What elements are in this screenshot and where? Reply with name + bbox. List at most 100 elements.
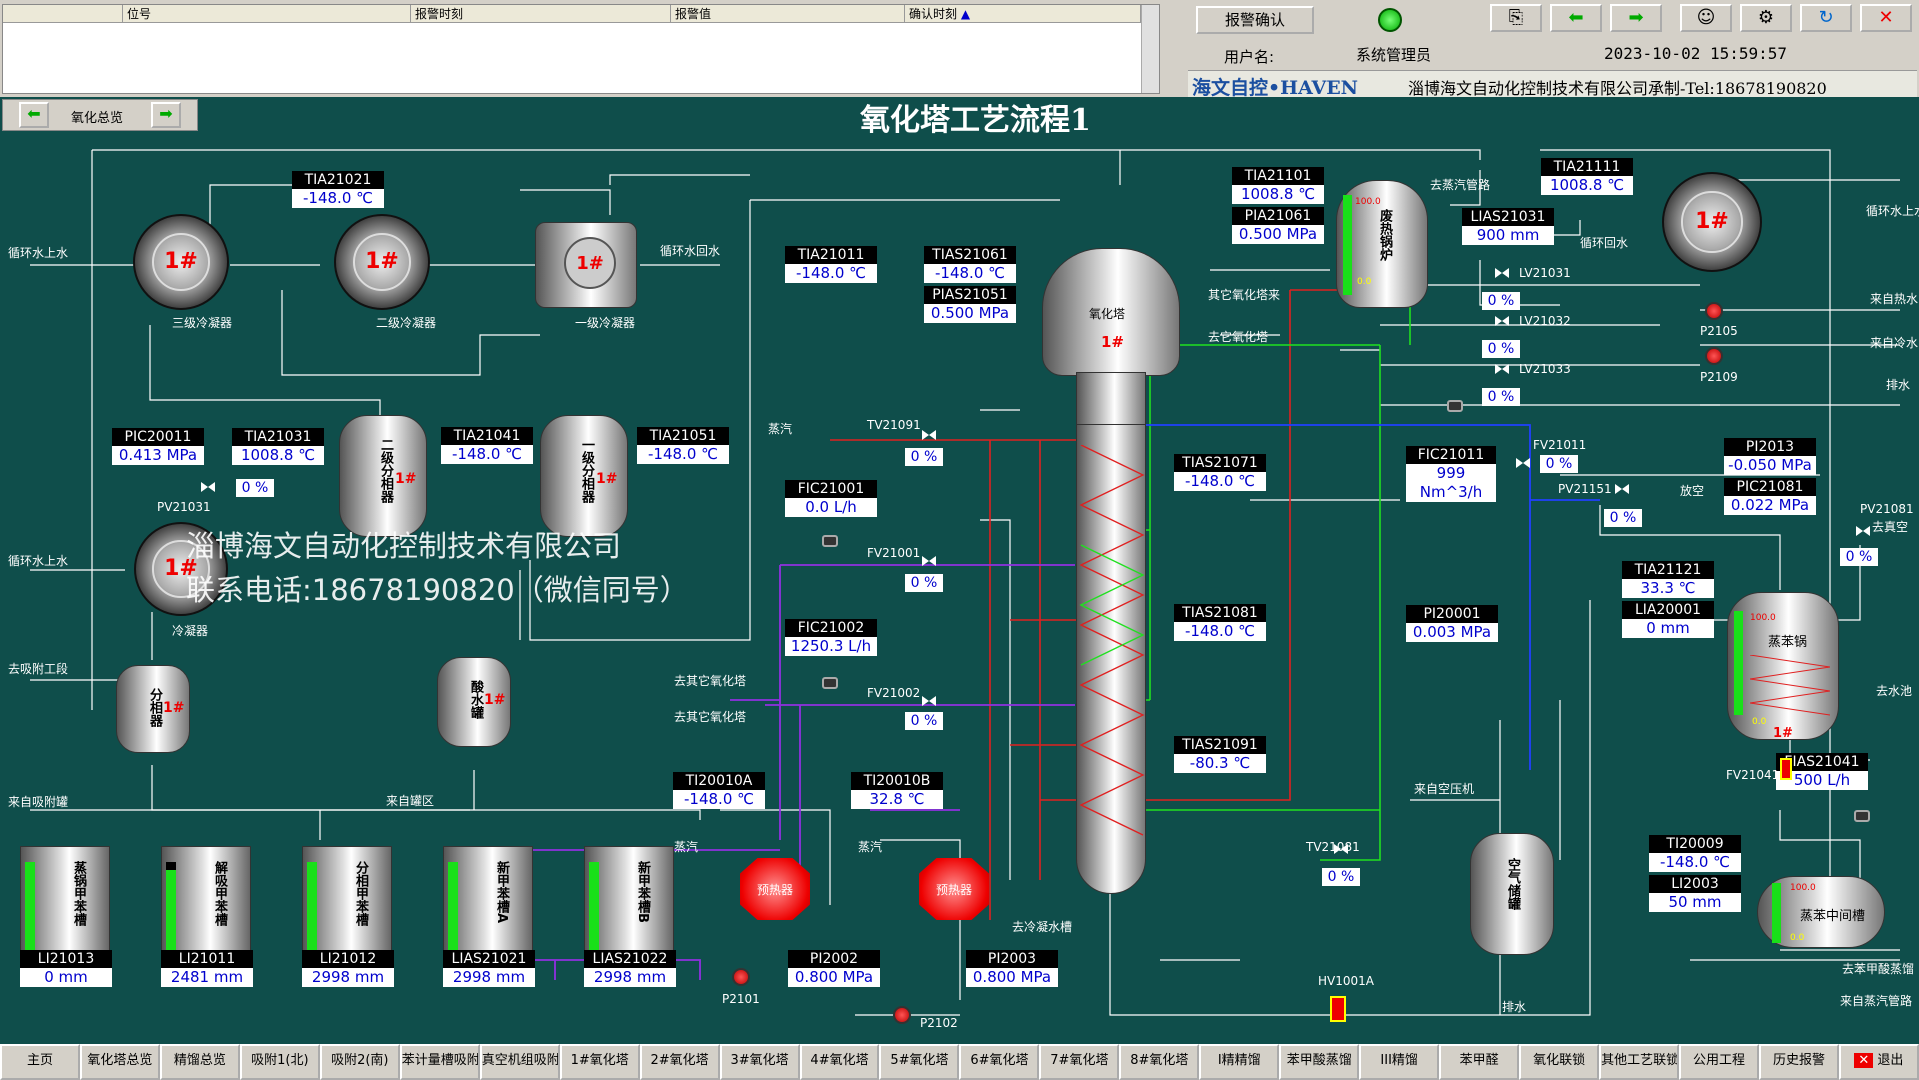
nav-utilities[interactable]: 公用工程 bbox=[1679, 1044, 1759, 1080]
nav-ox1[interactable]: 1#氧化塔 bbox=[559, 1044, 640, 1080]
tag-TIAS21061[interactable]: TIAS21061-148.0 ℃ bbox=[924, 246, 1016, 283]
tank-new-toluene-b[interactable]: 新甲苯槽B bbox=[584, 846, 674, 958]
pump-p2105[interactable] bbox=[1705, 302, 1723, 320]
settings-gear-icon[interactable]: ⚙ bbox=[1740, 4, 1792, 32]
valve-TV21081-icon[interactable] bbox=[1334, 844, 1348, 854]
benzene-intermediate-tank[interactable]: 蒸苯中间槽 100.0 0.0 bbox=[1757, 876, 1885, 948]
valve-LV21031-output[interactable]: 0 % bbox=[1482, 292, 1520, 310]
nav-distill1[interactable]: I精精馏 bbox=[1199, 1044, 1280, 1080]
valve-PV21031-icon[interactable] bbox=[201, 482, 215, 492]
tag-TIA21011[interactable]: TIA21011-148.0 ℃ bbox=[785, 246, 877, 283]
nav-alarm-history[interactable]: 历史报警 bbox=[1758, 1044, 1839, 1080]
air-storage-tank[interactable]: 空气储罐 bbox=[1470, 833, 1554, 955]
flow-valve-icon[interactable] bbox=[822, 677, 838, 689]
valve-LV21031-icon[interactable] bbox=[1495, 268, 1509, 278]
valve-PV21151-icon[interactable] bbox=[1615, 484, 1629, 494]
alarm-ack-button[interactable]: 报警确认 bbox=[1196, 6, 1314, 34]
preheater-1[interactable]: 预热器 bbox=[740, 858, 810, 920]
valve-FV21002-output[interactable]: 0 % bbox=[905, 712, 943, 730]
pump-p2102[interactable] bbox=[893, 1006, 911, 1024]
tank-desorb-toluene[interactable]: 解吸甲苯槽 bbox=[161, 846, 251, 958]
flow-valve-icon[interactable] bbox=[822, 535, 838, 547]
valve-TV21091-icon[interactable] bbox=[922, 430, 936, 440]
waste-heat-boiler[interactable]: 废热锅炉 100.0 0.0 bbox=[1336, 180, 1428, 308]
forward-icon[interactable]: ➡ bbox=[1610, 4, 1662, 32]
prev-page-button[interactable]: ⬅ bbox=[19, 102, 49, 128]
valve-TV21091-output[interactable]: 0 % bbox=[905, 448, 943, 466]
valve-FV21011-icon[interactable] bbox=[1516, 458, 1530, 468]
valve-FV21001-output[interactable]: 0 % bbox=[905, 574, 943, 592]
valve-FV21011-output[interactable]: 0 % bbox=[1540, 455, 1578, 473]
tag-TIAS21091[interactable]: TIAS21091-80.3 ℃ bbox=[1174, 736, 1266, 773]
valve-LV21032-icon[interactable] bbox=[1495, 316, 1509, 326]
tag-TI20010A[interactable]: TI20010A-148.0 ℃ bbox=[673, 772, 765, 809]
hand-valve-icon[interactable] bbox=[1330, 996, 1346, 1022]
tag-TIA21021[interactable]: TIA21021-148.0 ℃ bbox=[292, 171, 384, 208]
nav-ox7[interactable]: 7#氧化塔 bbox=[1039, 1044, 1120, 1080]
nav-distill3[interactable]: III精馏 bbox=[1359, 1044, 1440, 1080]
close-icon[interactable]: ✕ bbox=[1860, 4, 1912, 32]
nav-other-interlock[interactable]: 其他工艺联锁 bbox=[1599, 1044, 1680, 1080]
next-page-button[interactable]: ➡ bbox=[151, 102, 181, 128]
tank-steam-toluene[interactable]: 蒸锅甲苯槽 bbox=[20, 846, 110, 958]
flow-valve-icon[interactable] bbox=[1447, 400, 1463, 412]
nav-ox8[interactable]: 8#氧化塔 bbox=[1119, 1044, 1200, 1080]
flow-valve-icon[interactable] bbox=[1854, 810, 1870, 822]
nav-ox3[interactable]: 3#氧化塔 bbox=[719, 1044, 800, 1080]
nav-ox5[interactable]: 5#氧化塔 bbox=[879, 1044, 960, 1080]
col-alarm-time[interactable]: 报警时刻 bbox=[411, 5, 671, 22]
user-icon[interactable]: ☺ bbox=[1680, 4, 1732, 32]
report-icon[interactable]: ⎘ bbox=[1490, 4, 1542, 32]
nav-home[interactable]: 主页 bbox=[0, 1044, 80, 1080]
nav-benzene-meter[interactable]: 苯计量槽吸附 bbox=[399, 1044, 480, 1080]
tag-TIAS21071[interactable]: TIAS21071-148.0 ℃ bbox=[1174, 454, 1266, 491]
valve-TV21081-output[interactable]: 0 % bbox=[1322, 868, 1360, 886]
nav-ox-overview[interactable]: 氧化塔总览 bbox=[79, 1044, 160, 1080]
tag-TIA21051[interactable]: TIA21051-148.0 ℃ bbox=[637, 427, 729, 464]
valve-LV21033-output[interactable]: 0 % bbox=[1482, 388, 1520, 406]
nav-distill-overview[interactable]: 精馏总览 bbox=[159, 1044, 240, 1080]
nav-adsorb1[interactable]: 吸附1(北) bbox=[239, 1044, 320, 1080]
nav-ox-interlock[interactable]: 氧化联锁 bbox=[1519, 1044, 1600, 1080]
valve-PV21081-output[interactable]: 0 % bbox=[1840, 548, 1878, 566]
pump-p2101[interactable] bbox=[732, 968, 750, 986]
benzene-still[interactable]: 蒸苯锅 100.0 0.0 bbox=[1727, 592, 1839, 740]
col-tag[interactable]: 位号 bbox=[123, 5, 411, 22]
valve-LV21032-output[interactable]: 0 % bbox=[1482, 340, 1520, 358]
right-heat-exchanger[interactable]: 1# bbox=[1662, 172, 1762, 272]
tag-PI2013[interactable]: PI2013-0.050 MPa bbox=[1724, 438, 1816, 475]
condenser-heat-exchanger[interactable]: 1# bbox=[134, 522, 228, 616]
valve-FV21002-icon[interactable] bbox=[922, 696, 936, 706]
valve-PV21031-output[interactable]: 0 % bbox=[236, 479, 274, 497]
alarm-scrollbar[interactable] bbox=[1141, 5, 1159, 93]
valve-PV21081-icon[interactable] bbox=[1856, 526, 1870, 536]
nav-ox6[interactable]: 6#氧化塔 bbox=[959, 1044, 1040, 1080]
nav-benzoic[interactable]: 苯甲酸蒸馏 bbox=[1279, 1044, 1360, 1080]
tank-phase-toluene[interactable]: 分相甲苯槽 bbox=[302, 846, 392, 958]
oxidation-tower-top[interactable]: 氧化塔 1# bbox=[1042, 248, 1180, 376]
